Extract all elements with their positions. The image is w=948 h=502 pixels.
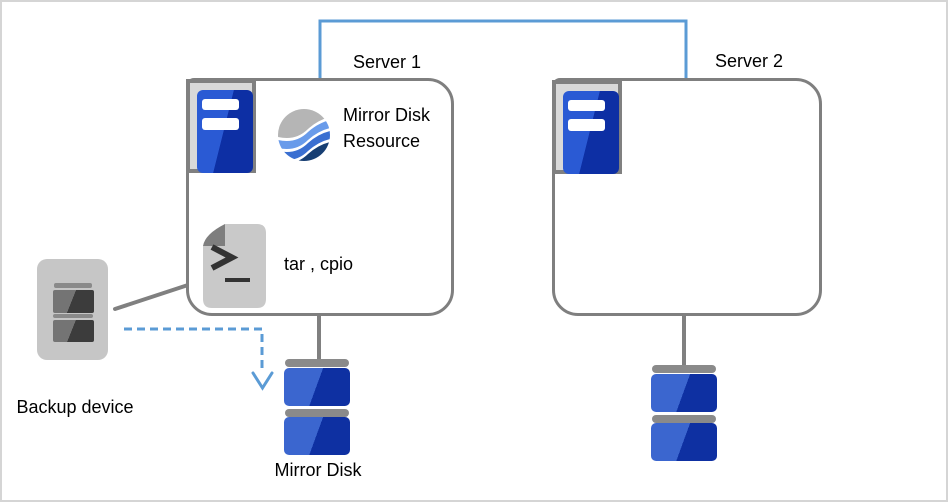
- mirror-disk-resource-icon: [278, 109, 330, 161]
- backup-device-icon: [37, 259, 108, 360]
- script-file-icon: [203, 224, 266, 308]
- backup-copy-dashed-path: [124, 327, 264, 371]
- mirror-disk-resource-label: Mirror Disk Resource: [343, 105, 430, 151]
- server-tower-shape: [563, 91, 619, 174]
- mirror-disk-icon: [651, 365, 718, 461]
- backup-device-label: Backup device: [16, 397, 134, 417]
- arrow-down-icon: [251, 371, 274, 391]
- mirror-disk-icon: [284, 359, 351, 455]
- backup-device-link-line: [113, 283, 190, 311]
- mirror-disk-label: Mirror Disk: [274, 460, 362, 480]
- server-icon: [552, 80, 622, 174]
- server-tower-shape: [197, 90, 253, 173]
- server-interconnect-line: [318, 19, 688, 79]
- backup-commands-label: tar , cpio: [284, 254, 354, 274]
- server1-label: Server 1: [352, 52, 422, 72]
- server-icon: [186, 79, 256, 173]
- server2-label: Server 2: [714, 51, 784, 71]
